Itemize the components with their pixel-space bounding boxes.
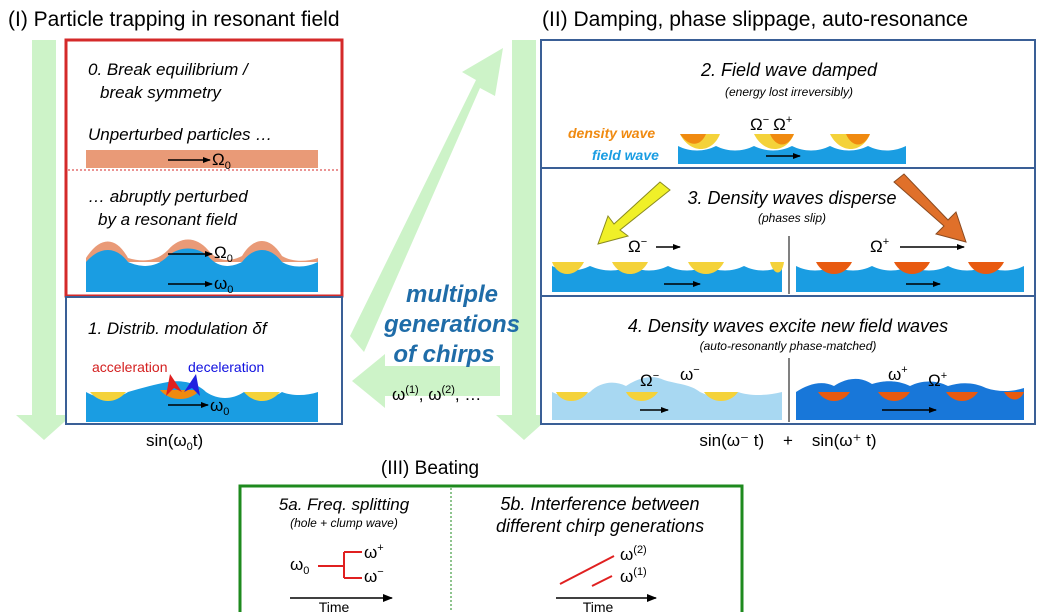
section-II-title: (II) Damping, phase slippage, auto-reson… bbox=[542, 8, 968, 31]
step1-field-wave bbox=[86, 381, 318, 422]
step3-sublabel: (phases slip) bbox=[758, 211, 826, 225]
step3-right-field bbox=[796, 266, 1024, 292]
chirp-line-1 bbox=[591, 575, 613, 587]
time-label-b: Time bbox=[583, 599, 614, 612]
middle-line3: of chirps bbox=[393, 341, 494, 368]
flow-arrows bbox=[16, 40, 552, 440]
section-II-bottom-label: sin(ω⁻ t) + sin(ω⁺ t) bbox=[699, 431, 876, 450]
Omega0-label-b: Ω0 bbox=[214, 243, 233, 265]
step3-left-d2 bbox=[612, 262, 648, 274]
step4-label: 4. Density waves excite new field waves bbox=[628, 316, 948, 336]
splitting-lines bbox=[318, 551, 362, 579]
step3-Omega-plus: Ω+ bbox=[870, 236, 889, 256]
step4-right-d3 bbox=[946, 392, 978, 401]
step4-left-d3 bbox=[704, 392, 738, 401]
step2-density-2b bbox=[770, 134, 794, 145]
unperturbed-band bbox=[86, 150, 318, 168]
perturbed-field-wave bbox=[86, 248, 318, 292]
step5a-sublabel: (hole + clump wave) bbox=[290, 516, 398, 530]
step2-sublabel: (energy lost irreversibly) bbox=[725, 85, 853, 99]
step0-line1: 0. Break equilibrium / bbox=[88, 60, 250, 79]
step1-omega0-label: ω0 bbox=[210, 396, 229, 418]
unperturbed-label: Unperturbed particles … bbox=[88, 125, 272, 144]
step4-right-d2 bbox=[878, 392, 910, 401]
step4-Omega-minus: Ω− bbox=[640, 370, 659, 390]
step4-right-d4 bbox=[1004, 392, 1024, 400]
step4-right-field bbox=[796, 378, 1024, 420]
density-wave-label: density wave bbox=[568, 125, 655, 141]
step3-left-d1 bbox=[552, 262, 584, 274]
step4-omega-plus: ω+ bbox=[888, 364, 908, 384]
deceleration-label: deceleration bbox=[188, 359, 264, 375]
step4-left-d2 bbox=[626, 392, 658, 401]
omega0-label: ω0 bbox=[214, 274, 233, 296]
step5b-line1: 5b. Interference between bbox=[500, 494, 699, 514]
orange-blob-center bbox=[160, 390, 200, 399]
step0-line2: break symmetry bbox=[100, 83, 222, 102]
yellow-diagonal-arrow bbox=[597, 181, 671, 245]
orange-diagonal-arrow bbox=[893, 173, 967, 243]
step2-Omega-labels: Ω−Ω+ bbox=[750, 114, 792, 134]
step4-omega-minus: ω− bbox=[680, 364, 700, 384]
step4-right-d1 bbox=[818, 392, 850, 401]
diagonal-up-arrow bbox=[350, 48, 503, 352]
yellow-blob-right bbox=[244, 392, 280, 401]
step3-right-d3 bbox=[968, 262, 1004, 274]
yellow-blob-left bbox=[90, 392, 126, 401]
right-down-arrow bbox=[496, 40, 552, 440]
left-down-arrow bbox=[16, 40, 72, 440]
step2-density-1b bbox=[680, 134, 706, 144]
middle-freqs: ω(1), ω(2), … bbox=[392, 384, 481, 404]
step3-left-d3 bbox=[688, 262, 724, 274]
step5b-line2: different chirp generations bbox=[496, 516, 704, 536]
step3-Omega-minus: Ω− bbox=[628, 236, 647, 256]
acceleration-arrow bbox=[166, 374, 182, 396]
step3-right-d1 bbox=[816, 262, 852, 274]
step5a-omega0: ω0 bbox=[290, 555, 309, 577]
step3-label: 3. Density waves disperse bbox=[687, 188, 896, 208]
step3-left-field bbox=[552, 266, 782, 292]
step2-field-wave bbox=[678, 146, 906, 164]
Omega0-label-a: Ω0 bbox=[212, 150, 231, 172]
step4-Omega-plus: Ω+ bbox=[928, 370, 947, 390]
step4-sublabel: (auto-resonantly phase-matched) bbox=[700, 339, 877, 353]
middle-text-group: multiple generations of chirps ω(1), ω(2… bbox=[383, 281, 520, 404]
section-III-title: (III) Beating bbox=[381, 458, 479, 479]
field-wave-label: field wave bbox=[592, 147, 659, 163]
deceleration-arrow bbox=[184, 374, 200, 396]
step4-left-field bbox=[552, 377, 782, 420]
perturbed-line2: by a resonant field bbox=[98, 210, 237, 229]
acceleration-label: acceleration bbox=[92, 359, 168, 375]
section-III-box bbox=[238, 484, 744, 612]
step2-density-3b bbox=[846, 134, 870, 145]
step5b-omega1: ω(1) bbox=[620, 566, 647, 586]
step1-label: 1. Distrib. modulation δf bbox=[88, 319, 269, 338]
middle-line1: multiple bbox=[406, 281, 498, 308]
section-I-title: (I) Particle trapping in resonant field bbox=[8, 8, 340, 31]
left-pointing-arrow bbox=[352, 354, 500, 408]
step4-left-d1 bbox=[556, 392, 588, 401]
time-label-a: Time bbox=[319, 599, 350, 612]
step5a-omega-minus: ω− bbox=[364, 566, 384, 586]
step5b-omega2: ω(2) bbox=[620, 544, 647, 564]
section-I-bottom-label: sin(ω0t) bbox=[146, 431, 203, 453]
step2-label: 2. Field wave damped bbox=[700, 60, 878, 80]
chirp-line-2 bbox=[559, 555, 615, 585]
step5a-label: 5a. Freq. splitting bbox=[279, 495, 410, 514]
middle-line2: generations bbox=[383, 311, 520, 338]
step5a-omega-plus: ω+ bbox=[364, 542, 384, 562]
step3-left-d4 bbox=[770, 262, 784, 273]
perturbed-line1: … abruptly perturbed bbox=[88, 187, 248, 206]
step3-right-d2 bbox=[894, 262, 930, 274]
